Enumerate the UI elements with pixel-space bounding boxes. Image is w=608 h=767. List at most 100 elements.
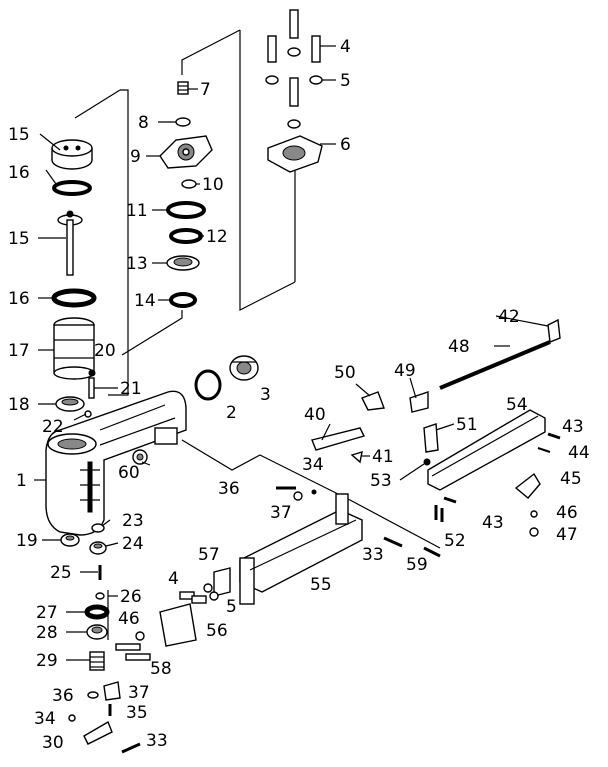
part-60-fitting bbox=[132, 449, 148, 465]
part-31-spring bbox=[89, 651, 105, 671]
label-part-42: 42 bbox=[498, 307, 520, 327]
part-5-washers-top bbox=[265, 47, 323, 129]
part-11-o-ring bbox=[166, 201, 206, 219]
part-55-rail-body bbox=[239, 493, 363, 605]
label-part-46b: 46 bbox=[118, 609, 140, 629]
label-part-4b: 4 bbox=[168, 569, 179, 589]
label-part-33-bottom: 33 bbox=[146, 731, 168, 751]
part-13-valve-piston bbox=[166, 255, 200, 271]
part-51-latch-plate bbox=[423, 423, 439, 453]
label-part-22: 20 bbox=[94, 341, 116, 361]
label-part-34a: 34 bbox=[302, 455, 324, 475]
label-part-28: 26 bbox=[120, 587, 142, 607]
part-28-washer bbox=[95, 592, 105, 600]
part-38-lever bbox=[311, 427, 366, 451]
label-part-35: 35 bbox=[126, 703, 148, 723]
part-26-cap bbox=[89, 541, 107, 555]
part-46a-washer bbox=[530, 510, 538, 518]
part-25-washer bbox=[91, 523, 105, 533]
label-part-17: 15 bbox=[8, 229, 30, 249]
label-part-6: 6 bbox=[340, 135, 351, 155]
label-part-60: 60 bbox=[118, 463, 140, 483]
part-3-swivel-fitting bbox=[229, 355, 259, 381]
part-7-screw bbox=[177, 81, 189, 95]
label-part-37: 37 bbox=[128, 683, 150, 703]
part-37-trigger-block bbox=[103, 681, 121, 701]
part-18-o-ring bbox=[51, 288, 97, 308]
part-21-nut bbox=[60, 533, 80, 547]
part-8-washer bbox=[175, 117, 191, 127]
label-part-13: 13 bbox=[126, 254, 148, 274]
label-part-3: 3 bbox=[260, 385, 271, 405]
label-part-58: 58 bbox=[150, 659, 172, 679]
label-part-47: 47 bbox=[556, 525, 578, 545]
part-34b-pin bbox=[68, 714, 76, 722]
label-part-18: 16 bbox=[8, 289, 30, 309]
part-17-piston-driver bbox=[57, 210, 83, 276]
part-50-latch bbox=[361, 391, 385, 411]
part-33a-pin bbox=[383, 536, 403, 548]
label-part-40: 36 bbox=[218, 479, 240, 499]
label-part-4a: 4 bbox=[340, 37, 351, 57]
label-part-52: 52 bbox=[444, 531, 466, 551]
part-30-guide bbox=[86, 624, 108, 640]
label-part-5a: 5 bbox=[340, 71, 351, 91]
part-29-o-ring bbox=[84, 604, 110, 620]
label-part-41: 37 bbox=[270, 503, 292, 523]
part-10-seal bbox=[181, 179, 197, 189]
part-2-o-ring bbox=[194, 369, 222, 401]
label-part-9: 9 bbox=[130, 147, 141, 167]
part-22-ball bbox=[88, 369, 96, 377]
part-33b-pin bbox=[121, 742, 141, 754]
label-part-23: 21 bbox=[120, 379, 142, 399]
label-part-49: 49 bbox=[394, 361, 416, 381]
label-part-5b: 5 bbox=[226, 597, 237, 617]
label-part-39: 41 bbox=[372, 447, 394, 467]
label-part-56: 56 bbox=[206, 621, 228, 641]
part-45-bracket bbox=[514, 472, 541, 499]
part-44-pin bbox=[537, 447, 551, 453]
part-49-bracket bbox=[409, 391, 429, 413]
label-part-1: 1 bbox=[16, 471, 27, 491]
label-part-10: 10 bbox=[202, 175, 224, 195]
label-part-30: 28 bbox=[36, 623, 58, 643]
part-12-o-ring bbox=[169, 228, 203, 244]
part-58-bolts bbox=[115, 643, 151, 661]
label-part-46a: 46 bbox=[556, 503, 578, 523]
label-part-43a: 43 bbox=[562, 417, 584, 437]
label-part-54: 54 bbox=[506, 395, 528, 415]
label-part-7: 7 bbox=[200, 80, 211, 100]
label-part-11: 11 bbox=[126, 201, 148, 221]
part-48-spring bbox=[439, 340, 551, 390]
part-59-pin bbox=[423, 546, 441, 558]
leader-lines bbox=[34, 45, 549, 661]
label-part-51: 51 bbox=[456, 415, 478, 435]
label-part-15: 15 bbox=[8, 125, 30, 145]
part-15-cylinder-cap bbox=[51, 139, 93, 170]
label-part-8: 8 bbox=[138, 113, 149, 133]
part-54-magazine-rail bbox=[427, 409, 546, 491]
label-part-2: 2 bbox=[226, 403, 237, 423]
part-57-plate bbox=[213, 567, 231, 597]
part-53-screw bbox=[423, 458, 431, 466]
part-number-labels: 15 16 15 16 17 18 22 1 19 20 21 23 24 25… bbox=[8, 37, 590, 753]
part-16-o-ring bbox=[52, 180, 92, 196]
label-part-45: 45 bbox=[560, 469, 582, 489]
label-part-32: 30 bbox=[42, 733, 64, 753]
part-1-frame-body bbox=[45, 390, 187, 536]
assembly-guide-lines bbox=[74, 29, 441, 640]
label-part-29: 27 bbox=[36, 603, 58, 623]
part-39-spring-clip bbox=[350, 450, 363, 464]
label-part-12: 12 bbox=[206, 227, 228, 247]
label-part-38: 40 bbox=[304, 405, 326, 425]
label-part-25: 23 bbox=[122, 511, 144, 531]
label-part-24: 22 bbox=[42, 417, 64, 437]
label-part-33a: 33 bbox=[362, 545, 384, 565]
part-56-guide-plate bbox=[159, 603, 197, 647]
label-part-59: 59 bbox=[406, 555, 428, 575]
part-47-screw bbox=[529, 527, 539, 537]
part-20-bumper bbox=[55, 396, 85, 412]
label-part-43b: 43 bbox=[482, 513, 504, 533]
part-14-o-ring bbox=[169, 292, 197, 308]
